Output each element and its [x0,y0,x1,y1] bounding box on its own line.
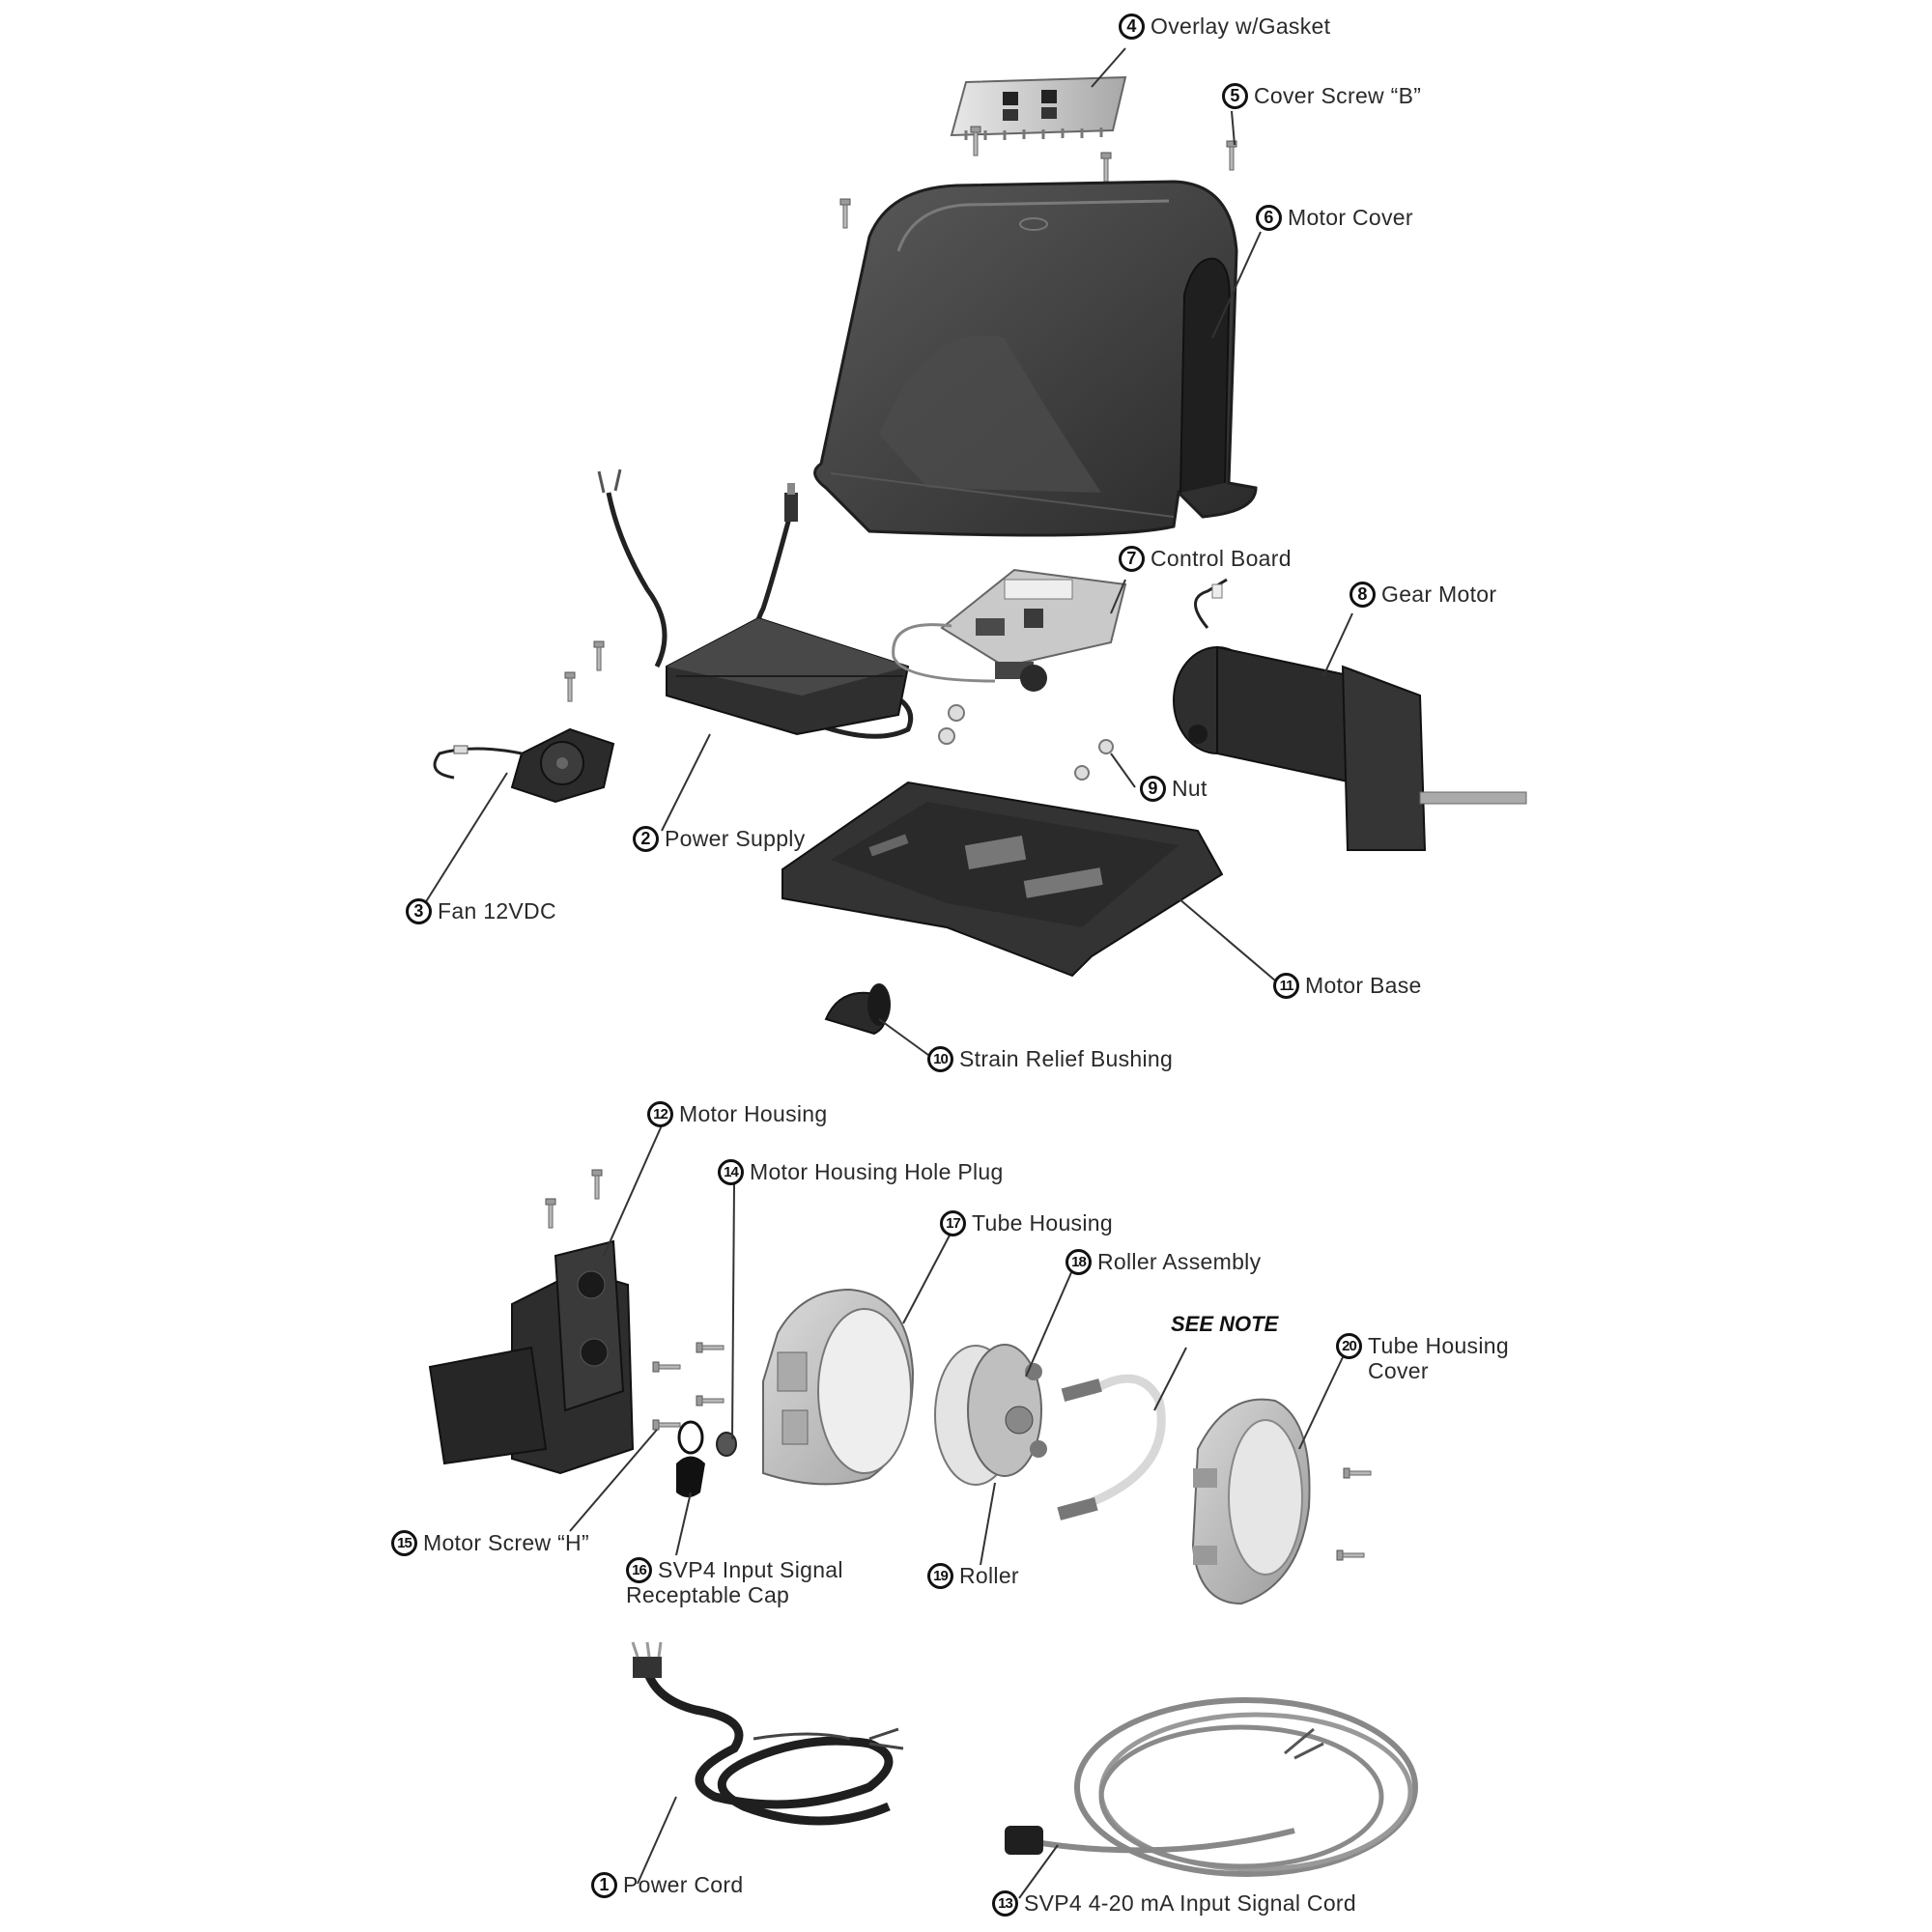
gear-motor-part [1173,578,1527,851]
part-name: Power Cord [623,1872,744,1897]
part-name: Strain Relief Bushing [959,1046,1174,1071]
callout-number: 17 [940,1210,966,1236]
callout-number: 16 [626,1557,652,1583]
roller-assembly-part [934,1344,1047,1486]
motor-base-part [781,781,1224,978]
part-name: Cover Screw “B” [1254,83,1422,108]
callout-11: 11 Motor Base [1273,973,1422,999]
housing-screw [545,1198,556,1229]
callout-number: 13 [992,1890,1018,1917]
motor-housing-part [428,1239,635,1475]
callout-8: 8 Gear Motor [1350,582,1496,608]
callout-18: 18 Roller Assembly [1065,1249,1261,1275]
part-name: Roller Assembly [1097,1249,1262,1274]
part-name: Motor Base [1305,973,1422,998]
callout-16: 16 SVP4 Input Signal Receptable Cap [626,1557,843,1607]
callout-number: 3 [406,898,432,924]
part-name: Nut [1172,776,1208,801]
tube-housing-part [762,1288,915,1486]
input-signal-cap-part [676,1420,705,1497]
nut-washers [938,704,1114,781]
callout-3: 3 Fan 12VDC [406,898,556,924]
part-name: Motor Cover [1288,205,1413,230]
pump-tube-part [1057,1374,1166,1520]
callout-14: 14 Motor Housing Hole Plug [718,1159,1004,1185]
callout-number: 20 [1336,1333,1362,1359]
see-note-label: SEE NOTE [1171,1312,1279,1336]
part-name: Gear Motor [1381,582,1497,607]
callout-9: 9 Nut [1140,776,1208,802]
callout-number: 4 [1119,14,1145,40]
power-supply-part [597,469,914,739]
tube-housing-cover-part [1191,1398,1311,1605]
callout-20: 20 Tube Housing Cover [1336,1333,1509,1383]
part-name: SVP4 Input Signal [658,1557,843,1582]
callout-4: 4 Overlay w/Gasket [1119,14,1330,40]
callout-10: 10 Strain Relief Bushing [927,1046,1173,1072]
part-name-line2: Receptable Cap [626,1582,790,1607]
part-name: Power Supply [665,826,806,851]
motor-screws-h [652,1342,724,1431]
callout-number: 11 [1273,973,1299,999]
callout-number: 5 [1222,83,1248,109]
callout-1: 1 Power Cord [591,1872,743,1898]
leader-lines [424,47,1353,1899]
callout-15: 15 Motor Screw “H” [391,1530,589,1556]
part-name: Overlay w/Gasket [1151,14,1331,39]
part-name: Fan 12VDC [438,898,556,923]
callout-number: 12 [647,1101,673,1127]
callout-12: 12 Motor Housing [647,1101,827,1127]
callout-19: 19 Roller [927,1563,1019,1589]
power-cord-part [631,1641,904,1826]
callout-number: 18 [1065,1249,1092,1275]
part-name: Tube Housing [1368,1333,1509,1358]
strain-relief-bushing-part [824,983,891,1036]
callout-number: 19 [927,1563,953,1589]
part-name-line2: Cover [1368,1358,1429,1383]
fan-screw [593,640,605,671]
callout-number: 1 [591,1872,617,1898]
motor-cover-part [813,180,1258,537]
callout-6: 6 Motor Cover [1256,205,1413,231]
callout-13: 13 SVP4 4-20 mA Input Signal Cord [992,1890,1356,1917]
part-name: Motor Screw “H” [423,1530,589,1555]
callout-number: 6 [1256,205,1282,231]
callout-number: 2 [633,826,659,852]
cover-screw [1343,1467,1372,1479]
callout-number: 15 [391,1530,417,1556]
part-name: Control Board [1151,546,1292,571]
callout-number: 8 [1350,582,1376,608]
callout-number: 10 [927,1046,953,1072]
input-signal-cord-part [1005,1697,1418,1877]
callout-number: 7 [1119,546,1145,572]
part-name: SVP4 4-20 mA Input Signal Cord [1024,1890,1356,1916]
callout-5: 5 Cover Screw “B” [1222,83,1421,109]
part-name: Motor Housing Hole Plug [750,1159,1004,1184]
part-name: Tube Housing [972,1210,1113,1236]
callout-17: 17 Tube Housing [940,1210,1113,1236]
fan-screw [564,671,576,702]
fan-part [433,727,615,804]
callout-2: 2 Power Supply [633,826,806,852]
overlay-gasket-part [950,75,1127,140]
motor-housing-hole-plug-part [716,1432,737,1457]
part-name: Motor Housing [679,1101,828,1126]
control-board-part [892,568,1127,692]
callout-number: 14 [718,1159,744,1185]
callout-7: 7 Control Board [1119,546,1292,572]
callout-number: 9 [1140,776,1166,802]
housing-screw [591,1169,603,1200]
cover-screw [1336,1549,1365,1561]
part-name: Roller [959,1563,1019,1588]
